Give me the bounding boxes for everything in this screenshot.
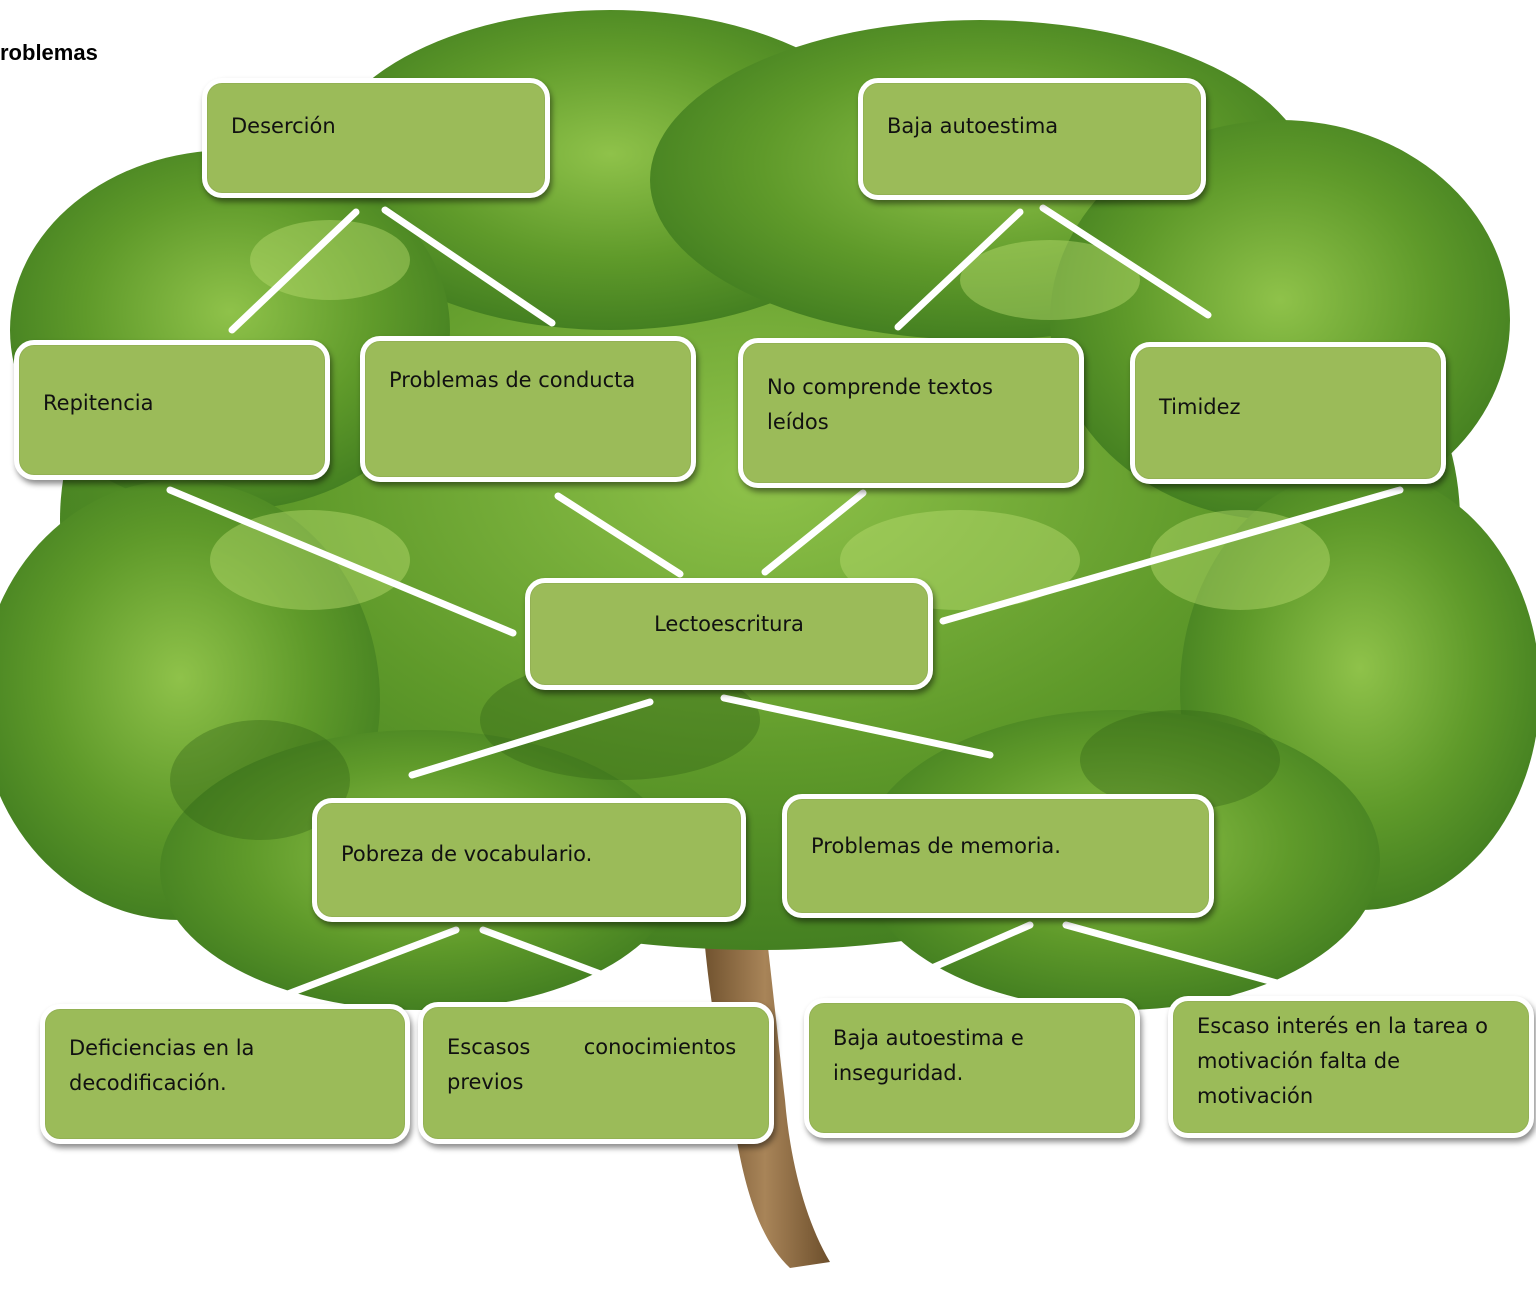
- connector-desercion-repitencia: [228, 208, 360, 334]
- connector-timidez-lecto: [939, 486, 1404, 625]
- node-timidez: Timidez: [1130, 342, 1446, 484]
- node-pobreza-vocabulario-label: Pobreza de vocabulario.: [341, 842, 593, 866]
- node-problemas-memoria-label: Problemas de memoria.: [811, 834, 1061, 858]
- connector-comprende-lecto: [761, 489, 867, 576]
- node-baja-autoestima: Baja autoestima: [858, 78, 1206, 200]
- connectors: [166, 204, 1404, 1004]
- node-escasos: Escasos conocimientos previos: [418, 1002, 774, 1144]
- node-lectoescritura: Lectoescritura: [525, 578, 933, 690]
- node-desercion: Deserción: [202, 78, 550, 198]
- node-problemas-conducta: Problemas de conducta: [360, 336, 696, 482]
- node-deficiencias-label: Deficiencias en la decodificación.: [69, 1036, 255, 1095]
- connector-desercion-conducta: [381, 206, 556, 327]
- node-escaso-interes: Escaso interés en la tarea o motivación …: [1168, 996, 1534, 1138]
- node-baja-inseguridad: Baja autoestima e inseguridad.: [804, 998, 1140, 1138]
- node-repitencia: Repitencia: [14, 340, 330, 480]
- page-heading: roblemas: [0, 40, 98, 65]
- node-deficiencias: Deficiencias en la decodificación.: [40, 1004, 410, 1144]
- node-baja-inseguridad-label: Baja autoestima e inseguridad.: [833, 1026, 1024, 1085]
- node-problemas-conducta-label: Problemas de conducta: [389, 368, 636, 392]
- node-problemas-memoria: Problemas de memoria.: [782, 794, 1214, 918]
- node-no-comprende-label: No comprende textos leídos: [767, 375, 993, 434]
- connector-lecto-vocabulario: [408, 698, 654, 779]
- connector-autoestima-comprende: [894, 208, 1024, 331]
- node-escasos-label: Escasos conocimientos previos: [447, 1035, 743, 1094]
- node-pobreza-vocabulario: Pobreza de vocabulario.: [312, 798, 746, 922]
- node-timidez-label: Timidez: [1159, 395, 1241, 419]
- node-no-comprende: No comprende textos leídos: [738, 338, 1084, 488]
- node-baja-autoestima-label: Baja autoestima: [887, 114, 1059, 138]
- connector-memoria-interes: [1062, 921, 1299, 992]
- connector-autoestima-timidez: [1039, 204, 1212, 319]
- node-desercion-label: Deserción: [231, 114, 336, 138]
- node-repitencia-label: Repitencia: [43, 391, 154, 415]
- node-lectoescritura-label: Lectoescritura: [654, 612, 804, 636]
- connector-memoria-baja: [871, 921, 1034, 997]
- node-escaso-interes-label: Escaso interés en la tarea o motivación …: [1197, 1014, 1488, 1108]
- connector-conducta-lecto: [554, 492, 684, 578]
- connector-vocabulario-escasos: [479, 926, 655, 997]
- connector-repitencia-lecto: [166, 486, 517, 637]
- connector-lecto-memoria: [720, 694, 994, 759]
- connector-vocabulario-deficiencias: [268, 926, 460, 1004]
